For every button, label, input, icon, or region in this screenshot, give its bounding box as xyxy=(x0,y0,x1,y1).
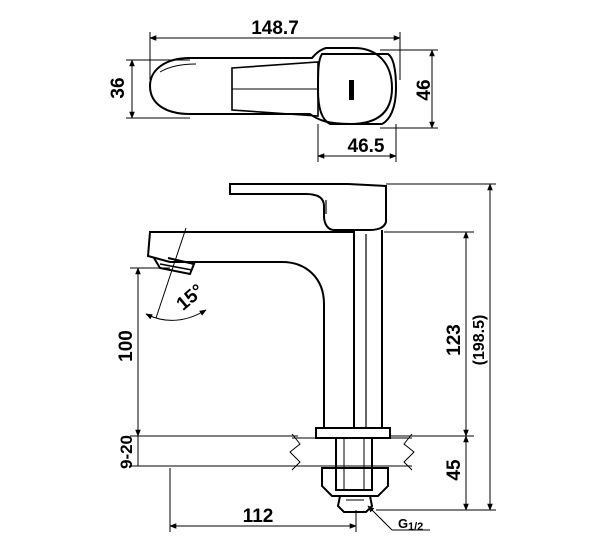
side-view-spout xyxy=(146,231,354,428)
reach-dim: 112 xyxy=(243,506,274,527)
handle-width-dim: 46.5 xyxy=(348,136,385,157)
top-height-left-dim: 36 xyxy=(108,77,129,98)
top-view: 148.7 36 46 46.5 xyxy=(108,18,438,162)
side-view-flange xyxy=(315,427,391,439)
angle-dim: 15° xyxy=(173,281,209,316)
top-height-right-dim: 46 xyxy=(414,79,435,100)
thread-label-g: G xyxy=(398,516,408,531)
side-view-body xyxy=(353,230,383,428)
top-width-dim: 148.7 xyxy=(251,18,299,39)
side-view-nut xyxy=(321,467,389,497)
total-height-dim: (198.5) xyxy=(471,315,488,366)
thread-length-dim: 45 xyxy=(444,459,465,481)
spout-height-dim: 100 xyxy=(116,330,137,362)
side-view: 123 (198.5) 45 100 9-20 15° 112 G 1/2 xyxy=(116,183,496,533)
thread-label-frac: 1/2 xyxy=(408,521,423,533)
deck-thickness-dim: 9-20 xyxy=(117,435,136,469)
top-view-indicator xyxy=(349,80,354,100)
body-height-dim: 123 xyxy=(444,324,465,356)
side-view-aerator xyxy=(153,257,196,276)
side-view-lever xyxy=(229,183,387,231)
side-view-deck xyxy=(292,437,412,467)
top-view-lever xyxy=(231,61,319,117)
side-view-inlet xyxy=(336,495,374,513)
side-view-shank xyxy=(335,437,373,491)
